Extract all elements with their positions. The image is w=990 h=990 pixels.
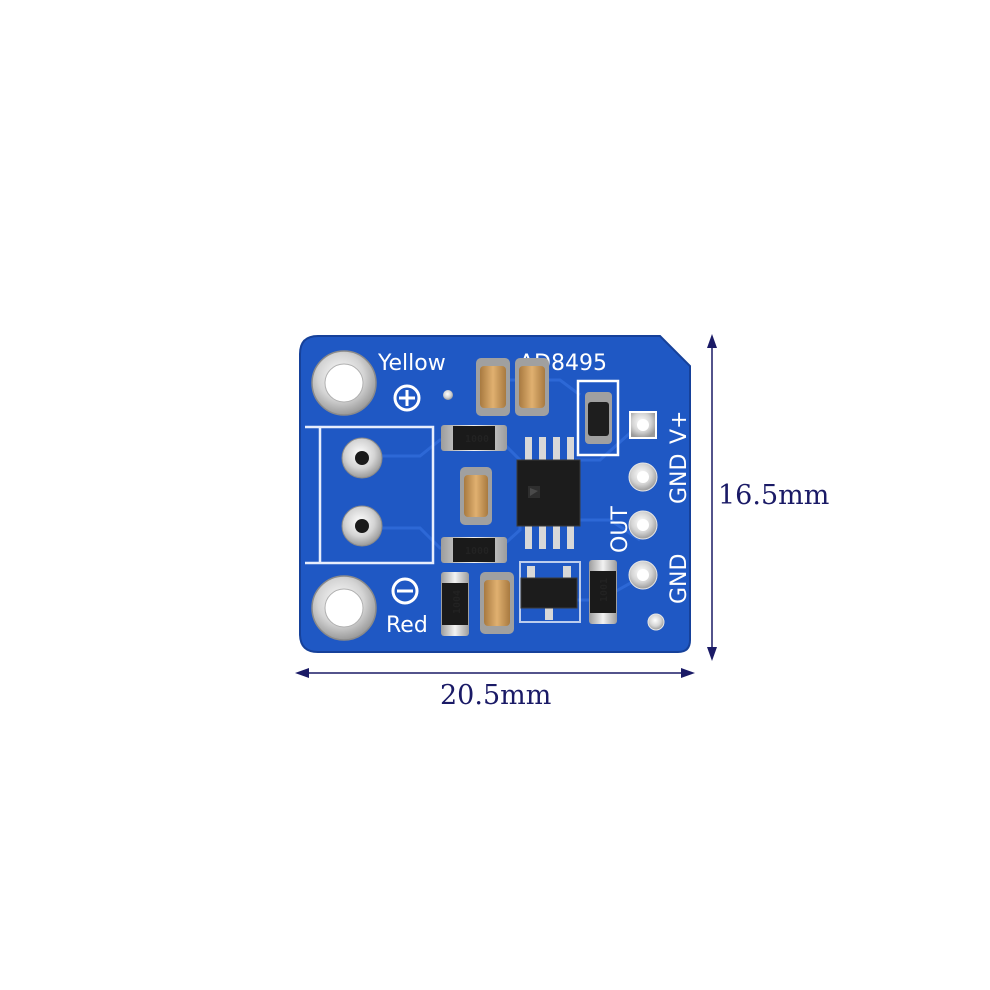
capacitor-c1 <box>476 358 510 416</box>
header-pad-gnd-top <box>628 462 658 492</box>
resistor-r1: 1000 <box>441 425 507 451</box>
capacitor-c4 <box>480 572 514 634</box>
header-pad-vplus <box>629 411 657 439</box>
width-dimension: 20.5mm <box>295 668 695 711</box>
label-out: OUT <box>608 506 633 553</box>
label-red: Red <box>386 613 428 638</box>
terminal-pad-minus <box>341 505 383 547</box>
via-hole <box>647 613 665 631</box>
height-dimension: 16.5mm <box>707 334 829 661</box>
resistor-r4: 1001 <box>589 560 617 624</box>
mounting-hole-bottom <box>311 575 377 641</box>
header-pad-gnd-bottom <box>628 560 658 590</box>
label-gnd-bottom: GND <box>667 554 692 604</box>
capacitor-c3 <box>460 467 492 525</box>
height-label: 16.5mm <box>718 480 829 511</box>
mounting-hole-top <box>311 350 377 416</box>
regulator-sot23 <box>519 561 581 623</box>
capacitor-c2 <box>515 358 549 416</box>
plus-icon <box>393 384 421 412</box>
label-yellow: Yellow <box>377 351 446 376</box>
amplifier-ic <box>516 437 581 549</box>
resistor-r3-code: 1004 <box>452 590 463 614</box>
resistor-r3: 1004 <box>441 572 469 636</box>
resistor-r2-code: 1000 <box>465 546 489 557</box>
resistor-r2: 1000 <box>441 537 507 563</box>
chip-logo-icon <box>528 486 540 498</box>
label-vplus: V+ <box>667 411 692 444</box>
terminal-pad-plus <box>341 437 383 479</box>
header-pad-out <box>628 510 658 540</box>
resistor-r1-code: 1000 <box>465 434 489 445</box>
label-gnd-top: GND <box>667 454 692 504</box>
component-u2 <box>576 379 620 457</box>
width-label: 20.5mm <box>440 680 551 711</box>
via-hole <box>443 390 453 400</box>
resistor-r4-code: 1001 <box>599 578 610 602</box>
minus-icon <box>391 577 419 605</box>
